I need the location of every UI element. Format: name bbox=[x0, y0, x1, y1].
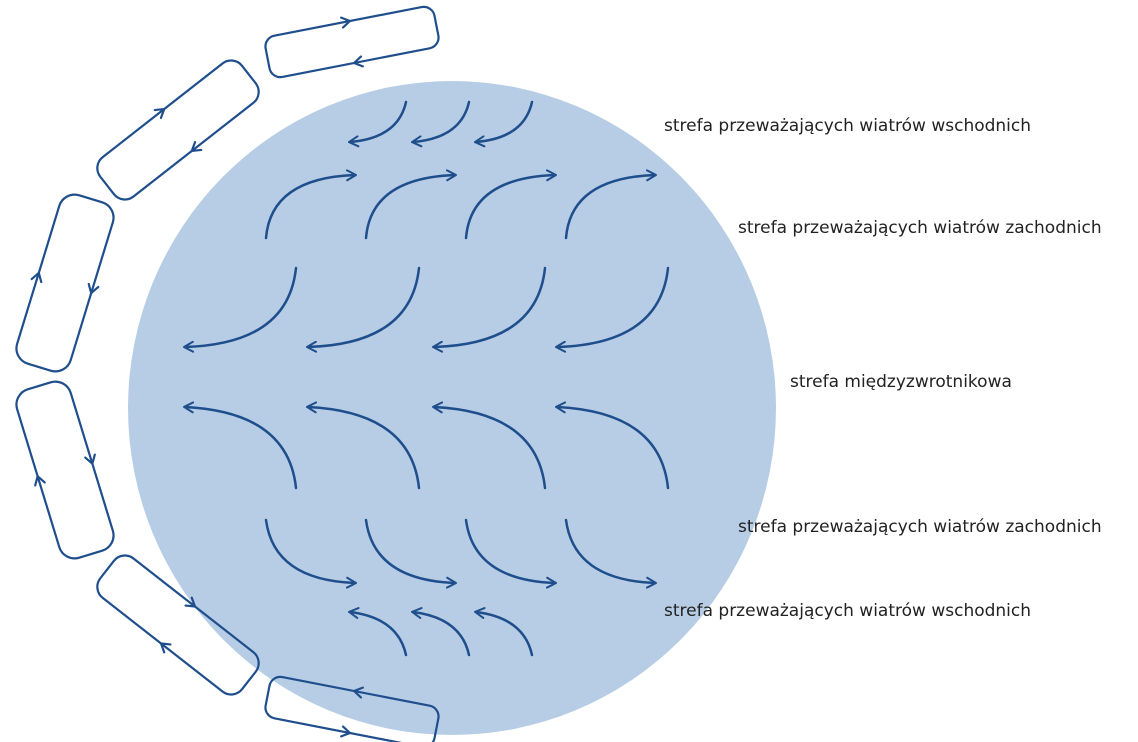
circulation-cell-icon bbox=[8, 376, 123, 564]
circulation-cell-icon bbox=[263, 0, 442, 84]
zone-label-tropical: strefa międzyzwrotnikowa bbox=[790, 372, 1012, 392]
zone-label-easterlies-north: strefa przeważających wiatrów wschodnich bbox=[664, 116, 1031, 136]
zone-label-westerlies-south: strefa przeważających wiatrów zachodnich bbox=[738, 517, 1102, 537]
zone-label-easterlies-south: strefa przeważających wiatrów wschodnich bbox=[664, 601, 1031, 621]
circulation-cell-icon bbox=[8, 189, 123, 377]
zone-label-westerlies-north: strefa przeważających wiatrów zachodnich bbox=[738, 218, 1102, 238]
